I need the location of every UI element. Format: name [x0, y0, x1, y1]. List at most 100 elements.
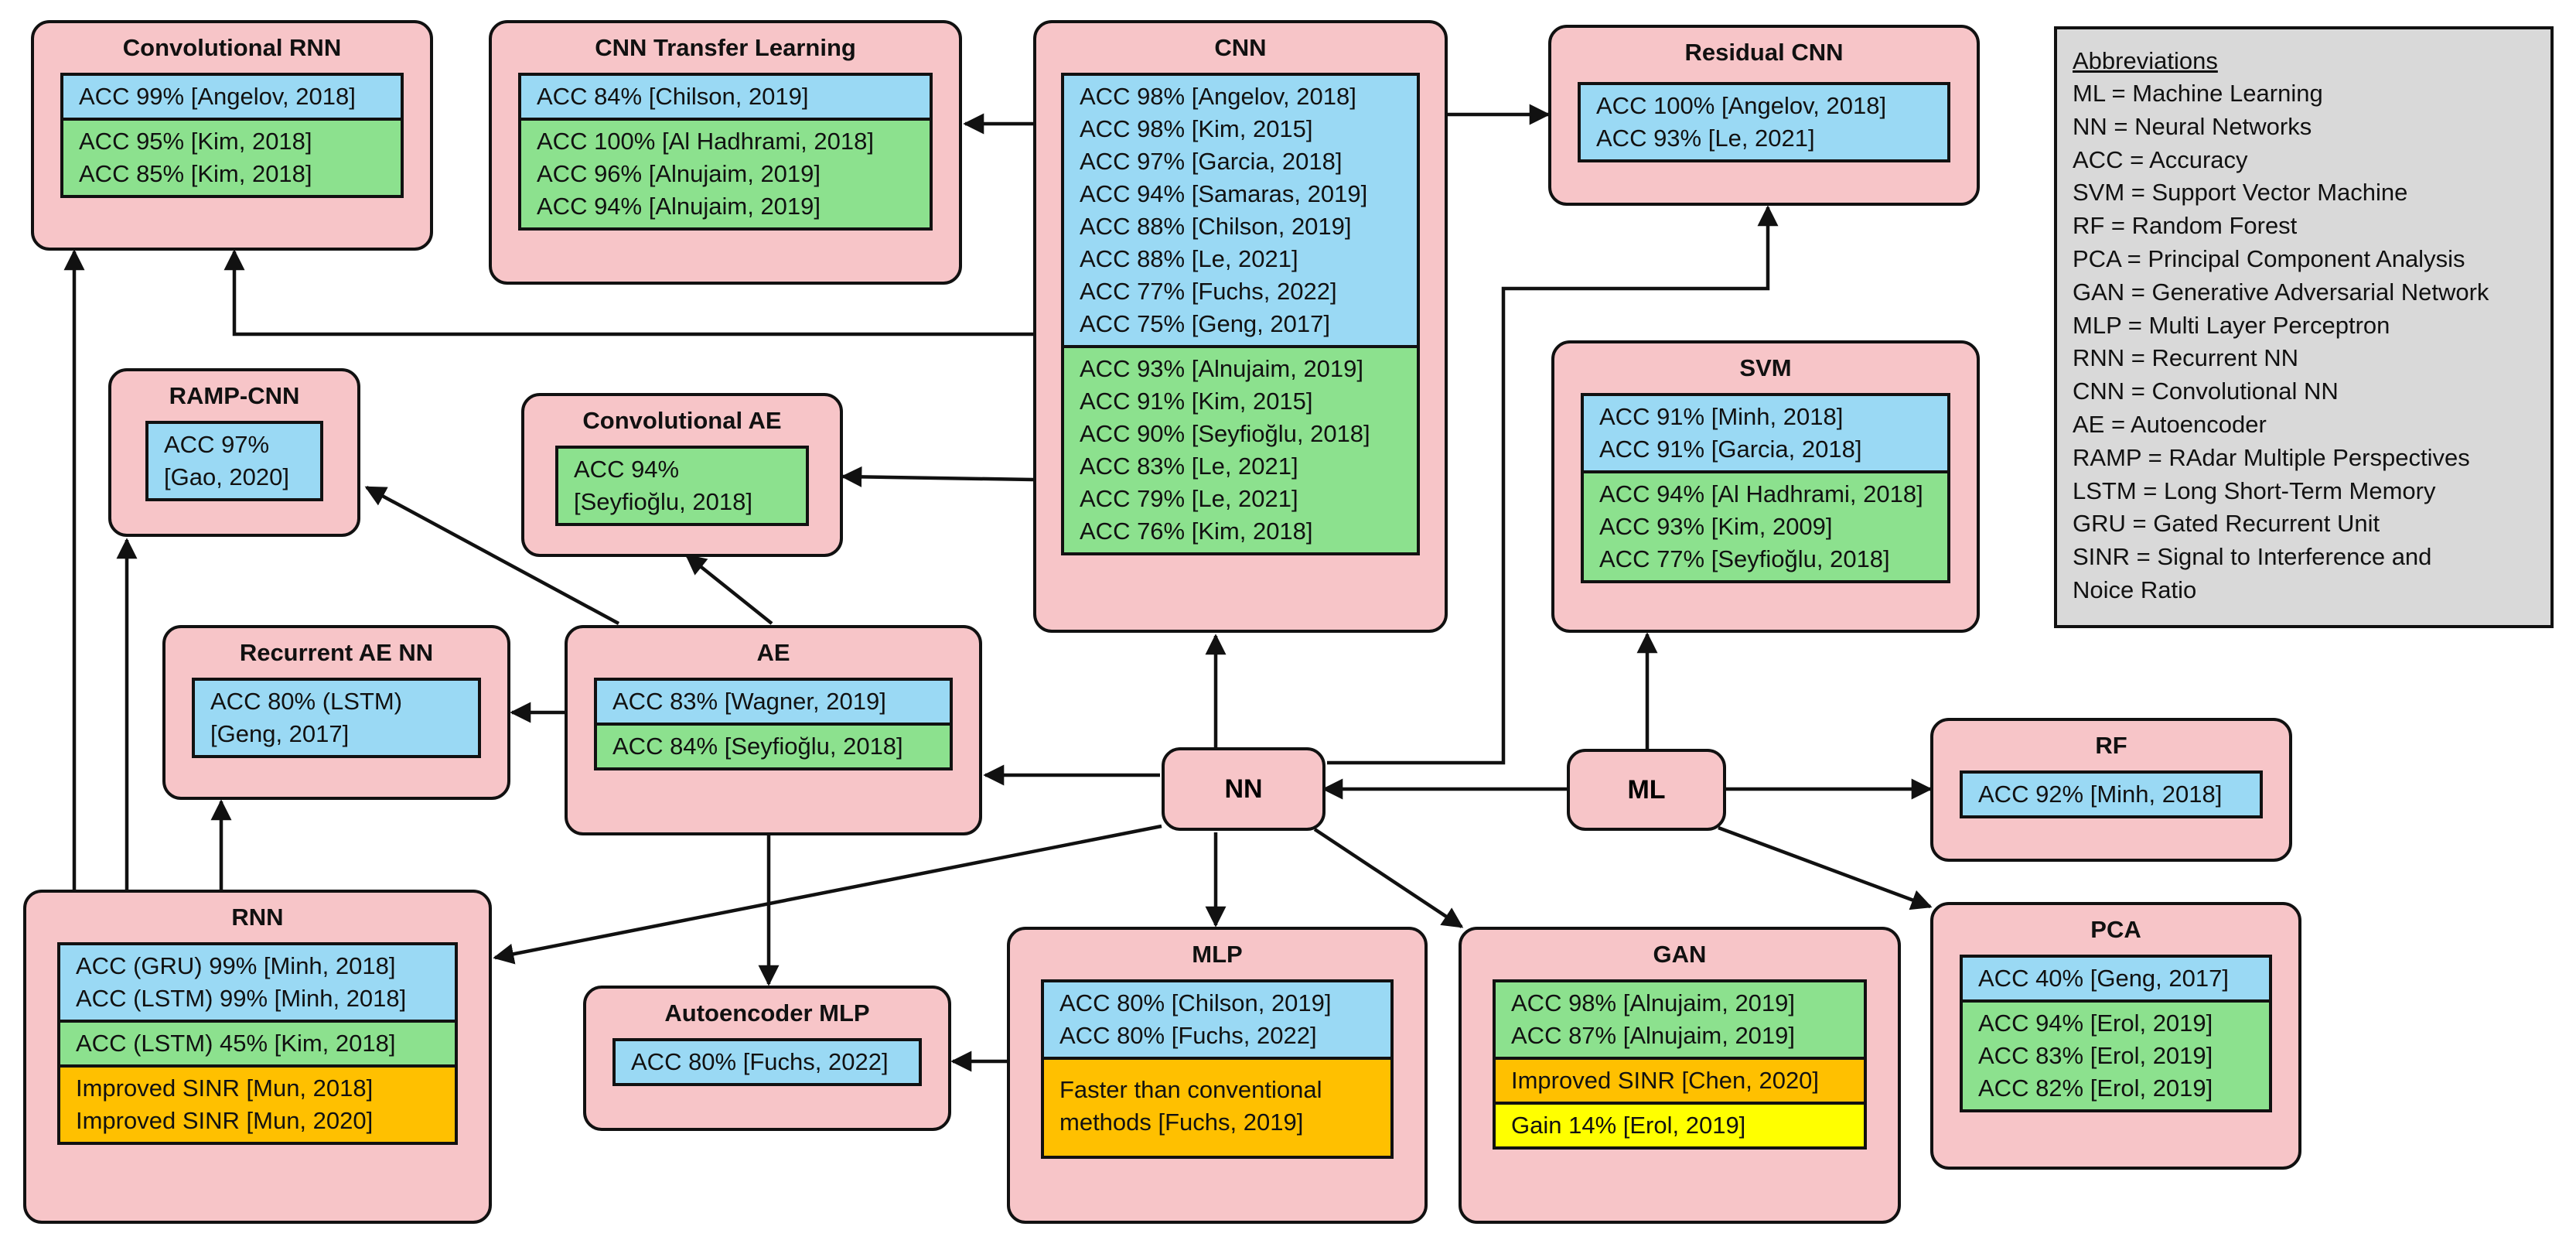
- result-panel-green: ACC 93% [Alnujaim, 2019] ACC 91% [Kim, 2…: [1061, 348, 1420, 555]
- result-panel-blue: ACC 80% [Chilson, 2019] ACC 80% [Fuchs, …: [1041, 979, 1394, 1060]
- result-line: ACC 85% [Kim, 2018]: [79, 160, 312, 187]
- abbreviation-line: PCA = Principal Component Analysis: [2073, 244, 2465, 272]
- result-panel-blue: ACC 100% [Angelov, 2018] ACC 93% [Le, 20…: [1578, 82, 1950, 162]
- node-label: NN: [1224, 774, 1263, 804]
- result-panel-blue: ACC 83% [Wagner, 2019]: [594, 678, 953, 726]
- node-title: Convolutional AE: [582, 407, 782, 434]
- result-panel-green: ACC 100% [Al Hadhrami, 2018] ACC 96% [Al…: [518, 121, 933, 231]
- result-line: ACC 93% [Alnujaim, 2019]: [1080, 355, 1364, 382]
- result-line: ACC 77% [Seyfioğlu, 2018]: [1599, 545, 1890, 572]
- node-convolutional-ae: Convolutional AE ACC 94% [Seyfioğlu, 201…: [521, 393, 843, 557]
- abbreviation-line: MLP = Multi Layer Perceptron: [2073, 311, 2390, 339]
- result-line: ACC 83% [Le, 2021]: [1080, 453, 1298, 480]
- result-line: ACC 40% [Geng, 2017]: [1978, 965, 2229, 992]
- result-line: ACC 96% [Alnujaim, 2019]: [537, 160, 821, 187]
- result-panel-orange: Improved SINR [Mun, 2018] Improved SINR …: [57, 1068, 458, 1145]
- abbreviation-line: RAMP = RAdar Multiple Perspectives: [2073, 443, 2470, 471]
- result-line: ACC 98% [Kim, 2015]: [1080, 115, 1313, 142]
- result-line: ACC 76% [Kim, 2018]: [1080, 518, 1313, 545]
- node-pca: PCA ACC 40% [Geng, 2017] ACC 94% [Erol, …: [1930, 902, 2301, 1170]
- result-panel-green: ACC 94% [Erol, 2019] ACC 83% [Erol, 2019…: [1960, 1003, 2272, 1112]
- node-rf: RF ACC 92% [Minh, 2018]: [1930, 718, 2292, 862]
- abbreviation-line: RNN = Recurrent NN: [2073, 344, 2298, 372]
- result-panel-blue: ACC 97% [Gao, 2020]: [145, 421, 323, 501]
- result-line: ACC 91% [Kim, 2015]: [1080, 388, 1313, 415]
- result-line: ACC 100% [Al Hadhrami, 2018]: [537, 128, 874, 155]
- edge-nn-rnn: [493, 824, 1162, 965]
- node-autoencoder-mlp: Autoencoder MLP ACC 80% [Fuchs, 2022]: [583, 986, 951, 1131]
- result-line: ACC 94% [Alnujaim, 2019]: [537, 193, 821, 220]
- edge-cnn-convae: [841, 466, 1034, 487]
- result-line: ACC (GRU) 99% [Minh, 2018]: [76, 952, 396, 979]
- edge-nn-gan: [1313, 828, 1464, 928]
- result-line: ACC 98% [Angelov, 2018]: [1080, 83, 1356, 110]
- node-nn: NN: [1162, 747, 1326, 831]
- node-convolutional-rnn: Convolutional RNN ACC 99% [Angelov, 2018…: [31, 20, 433, 251]
- node-title: MLP: [1192, 941, 1243, 968]
- abbreviation-line: AE = Autoencoder: [2073, 410, 2267, 438]
- result-line: ACC 84% [Chilson, 2019]: [537, 83, 809, 110]
- node-title: CNN: [1214, 34, 1267, 61]
- node-title: CNN Transfer Learning: [595, 34, 856, 61]
- result-line: Improved SINR [Mun, 2018]: [76, 1074, 374, 1102]
- result-panel-blue: ACC (GRU) 99% [Minh, 2018] ACC (LSTM) 99…: [57, 942, 458, 1023]
- node-cnn-transfer-learning: CNN Transfer Learning ACC 84% [Chilson, …: [489, 20, 962, 285]
- result-line: ACC 75% [Geng, 2017]: [1080, 310, 1330, 337]
- result-panel-green: ACC 98% [Alnujaim, 2019] ACC 87% [Alnuja…: [1493, 979, 1867, 1060]
- result-line: ACC 91% [Garcia, 2018]: [1599, 436, 1862, 463]
- result-line: ACC 100% [Angelov, 2018]: [1596, 92, 1887, 119]
- node-title: SVM: [1739, 354, 1792, 381]
- result-panel-blue: ACC 40% [Geng, 2017]: [1960, 955, 2272, 1003]
- result-panel-blue: ACC 99% [Angelov, 2018]: [60, 73, 404, 121]
- abbreviations-heading: Abbreviations: [2073, 47, 2218, 74]
- result-line: ACC 94% [Al Hadhrami, 2018]: [1599, 480, 1923, 507]
- result-panel-yellow: Gain 14% [Erol, 2019]: [1493, 1105, 1867, 1150]
- result-panel-blue: ACC 91% [Minh, 2018] ACC 91% [Garcia, 20…: [1581, 393, 1950, 473]
- node-title: PCA: [2090, 916, 2141, 943]
- result-line: methods [Fuchs, 2019]: [1059, 1109, 1304, 1136]
- result-line: ACC 94%: [574, 456, 680, 483]
- result-line: [Seyfioğlu, 2018]: [574, 488, 752, 515]
- result-panel-green: ACC 95% [Kim, 2018] ACC 85% [Kim, 2018]: [60, 121, 404, 198]
- abbreviation-line: SINR = Signal to Interference and: [2073, 543, 2432, 571]
- result-line: ACC 83% [Erol, 2019]: [1978, 1042, 2213, 1069]
- result-panel-orange: Faster than conventional methods [Fuchs,…: [1041, 1060, 1394, 1159]
- node-recurrent-ae-nn: Recurrent AE NN ACC 80% (LSTM) [Geng, 20…: [162, 625, 510, 800]
- node-ramp-cnn: RAMP-CNN ACC 97% [Gao, 2020]: [108, 368, 360, 537]
- result-line: ACC (LSTM) 45% [Kim, 2018]: [76, 1030, 396, 1057]
- result-line: [Gao, 2020]: [164, 463, 290, 490]
- result-line: ACC 83% [Wagner, 2019]: [612, 688, 886, 715]
- node-title: Convolutional RNN: [122, 34, 342, 61]
- result-panel-blue: ACC 98% [Angelov, 2018] ACC 98% [Kim, 20…: [1061, 73, 1420, 348]
- result-panel-blue: ACC 80% (LSTM) [Geng, 2017]: [192, 678, 481, 758]
- result-line: Improved SINR [Mun, 2020]: [76, 1107, 374, 1134]
- result-panel-orange: Improved SINR [Chen, 2020]: [1493, 1060, 1867, 1105]
- result-line: ACC 97% [Garcia, 2018]: [1080, 148, 1343, 175]
- result-line: ACC 93% [Kim, 2009]: [1599, 513, 1833, 540]
- result-line: ACC 99% [Angelov, 2018]: [79, 83, 356, 110]
- result-line: ACC 88% [Chilson, 2019]: [1080, 213, 1352, 240]
- result-line: Improved SINR [Chen, 2020]: [1511, 1067, 1820, 1094]
- edge-ml-pca: [1718, 825, 1933, 910]
- result-panel-green: ACC 94% [Al Hadhrami, 2018] ACC 93% [Kim…: [1581, 473, 1950, 583]
- node-title: RNN: [231, 904, 284, 931]
- edge-ae-rampcnn: [364, 486, 620, 625]
- result-line: Gain 14% [Erol, 2019]: [1511, 1112, 1746, 1139]
- result-panel-blue: ACC 84% [Chilson, 2019]: [518, 73, 933, 121]
- node-title: Recurrent AE NN: [239, 639, 434, 666]
- node-ml: ML: [1567, 749, 1726, 831]
- result-line: ACC 94% [Erol, 2019]: [1978, 1010, 2213, 1037]
- result-line: [Geng, 2017]: [210, 720, 350, 747]
- result-line: ACC 79% [Le, 2021]: [1080, 485, 1298, 512]
- abbreviation-line: LSTM = Long Short-Term Memory: [2073, 477, 2436, 504]
- result-line: ACC (LSTM) 99% [Minh, 2018]: [76, 985, 407, 1012]
- result-panel-green: ACC 94% [Seyfioğlu, 2018]: [555, 446, 809, 526]
- result-line: ACC 84% [Seyfioğlu, 2018]: [612, 733, 903, 760]
- result-line: ACC 80% [Chilson, 2019]: [1059, 989, 1332, 1016]
- abbreviation-line: NN = Neural Networks: [2073, 112, 2312, 140]
- result-line: ACC 77% [Fuchs, 2022]: [1080, 278, 1337, 305]
- result-panel-green: ACC 84% [Seyfioğlu, 2018]: [594, 726, 953, 770]
- result-line: ACC 91% [Minh, 2018]: [1599, 403, 1844, 430]
- abbreviation-line: Noice Ratio: [2073, 576, 2197, 603]
- result-line: ACC 80% [Fuchs, 2022]: [1059, 1022, 1317, 1049]
